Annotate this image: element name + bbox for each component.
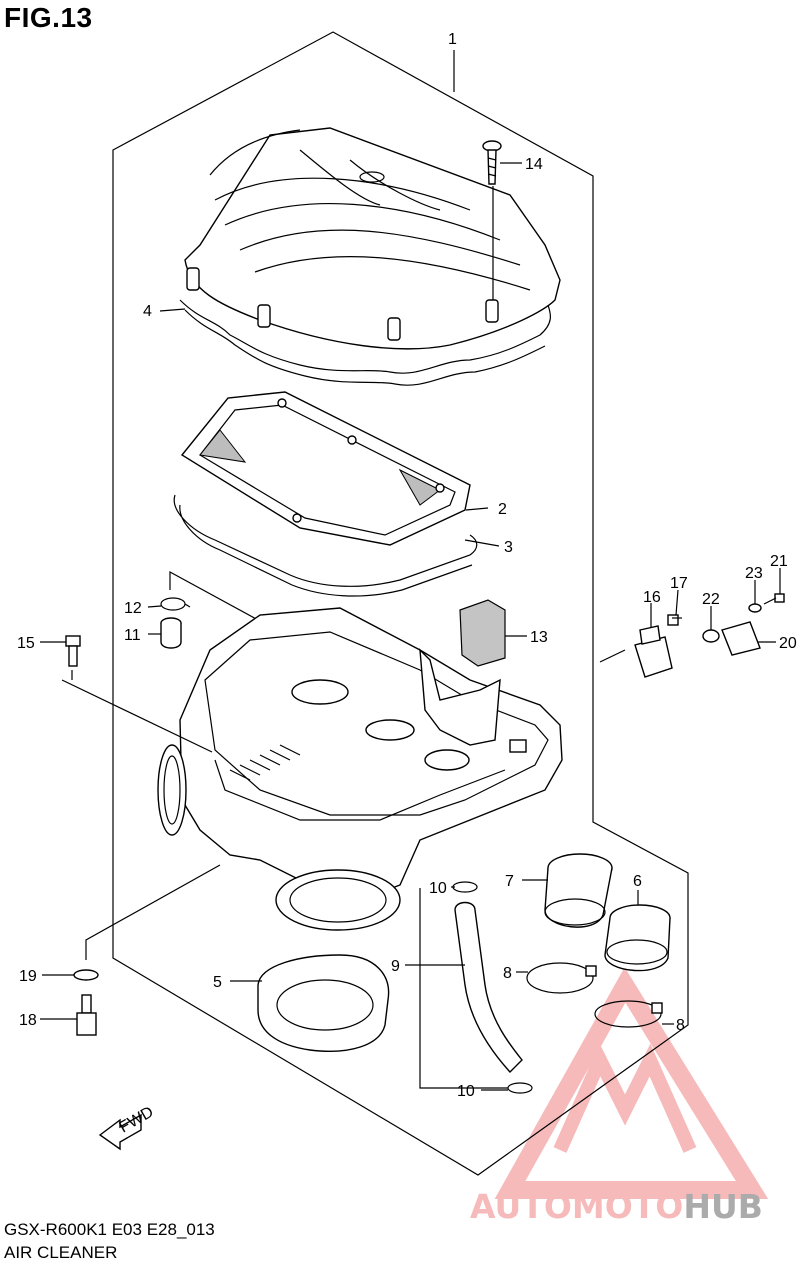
hose-9 bbox=[454, 901, 523, 1074]
figure-title: FIG.13 bbox=[4, 2, 93, 33]
callout-8-upper: 8 bbox=[503, 965, 512, 982]
bracket-18-19 bbox=[85, 864, 221, 960]
callout-11: 11 bbox=[124, 627, 141, 644]
section-name: AIR CLEANER bbox=[4, 1243, 118, 1262]
callout-19: 19 bbox=[19, 968, 37, 985]
callout-9: 9 bbox=[391, 958, 400, 975]
air-cleaner-cap bbox=[179, 127, 561, 386]
bolt-15 bbox=[61, 635, 213, 753]
callout-21: 21 bbox=[770, 553, 788, 570]
screw-21 bbox=[763, 593, 785, 605]
callout-3: 3 bbox=[504, 539, 513, 556]
assembly-outline bbox=[112, 31, 689, 1176]
sensor-16 bbox=[634, 625, 673, 678]
clip-10-upper bbox=[452, 881, 478, 893]
grommet-11 bbox=[160, 617, 182, 649]
callout-17: 17 bbox=[670, 575, 688, 592]
seal-3 bbox=[173, 494, 478, 597]
washer-19 bbox=[73, 969, 99, 981]
leader-lines bbox=[40, 50, 781, 1091]
nut-22 bbox=[702, 629, 720, 643]
intake-seal-5 bbox=[257, 954, 390, 1052]
bracket-16 bbox=[599, 649, 626, 663]
callout-12: 12 bbox=[124, 600, 142, 617]
callout-14: 14 bbox=[525, 156, 543, 173]
funnel-7 bbox=[544, 853, 613, 928]
callout-18: 18 bbox=[19, 1012, 37, 1029]
callout-20: 20 bbox=[779, 635, 797, 652]
watermark-m-mark bbox=[553, 1043, 697, 1153]
drain-plug-18 bbox=[76, 994, 97, 1036]
callout-7: 7 bbox=[505, 873, 514, 890]
callout-4: 4 bbox=[143, 303, 152, 320]
filter-element bbox=[180, 391, 471, 546]
air-cleaner-box bbox=[157, 607, 563, 931]
washer-23 bbox=[748, 603, 762, 613]
sponge-13 bbox=[459, 599, 506, 667]
watermark-text-primary: AUTOMOTO bbox=[470, 1187, 683, 1226]
callout-13: 13 bbox=[530, 629, 548, 646]
screw-17 bbox=[667, 614, 682, 626]
svg-text:AUTOMOTOHUB: AUTOMOTOHUB bbox=[470, 1187, 763, 1226]
callout-22: 22 bbox=[702, 591, 720, 608]
watermark-triangle bbox=[494, 967, 769, 1199]
clip-12 bbox=[160, 597, 191, 611]
clamp-8-lower bbox=[594, 1000, 663, 1028]
screw-14 bbox=[482, 140, 502, 300]
callout-1: 1 bbox=[448, 31, 457, 48]
callout-8-lower: 8 bbox=[676, 1017, 685, 1034]
callout-16: 16 bbox=[643, 589, 661, 606]
callout-2: 2 bbox=[498, 501, 507, 518]
callout-numbers: 1 2 3 4 5 6 7 8 8 9 10 10 11 12 13 14 15… bbox=[17, 31, 797, 1100]
bracket-11-12 bbox=[169, 570, 259, 621]
callout-10-upper: 10 bbox=[429, 880, 447, 897]
callout-15: 15 bbox=[17, 635, 35, 652]
clamp-8-upper bbox=[526, 962, 597, 994]
callout-5: 5 bbox=[213, 974, 222, 991]
callout-10-lower: 10 bbox=[457, 1083, 475, 1100]
watermark-text-secondary: HUB bbox=[683, 1187, 763, 1226]
bracket-9-10 bbox=[419, 888, 508, 1089]
sensor-20 bbox=[721, 621, 761, 656]
model-code: GSX-R600K1 E03 E28_013 bbox=[4, 1220, 215, 1239]
funnel-6 bbox=[604, 904, 671, 972]
callout-6: 6 bbox=[633, 873, 642, 890]
callout-23: 23 bbox=[745, 565, 763, 582]
forward-direction-arrow: FWD bbox=[98, 1104, 157, 1151]
clip-10-lower bbox=[507, 1082, 533, 1094]
watermark-logo: AUTOMOTOHUB bbox=[470, 967, 769, 1226]
